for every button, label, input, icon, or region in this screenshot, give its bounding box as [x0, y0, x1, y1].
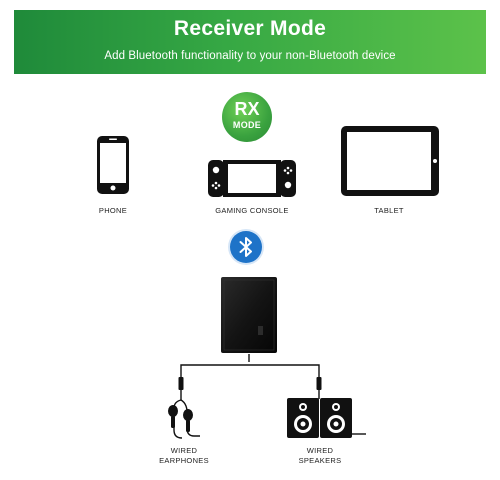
- speakers-label-line1: WIRED: [306, 446, 334, 455]
- gaming-console-icon: [208, 160, 296, 197]
- earphones-label-line2: EARPHONES: [159, 456, 209, 465]
- badge-line-rx: RX: [234, 99, 260, 119]
- speakers-icon: [287, 394, 366, 438]
- bluetooth-badge: [230, 231, 262, 263]
- phone-icon: [97, 136, 129, 194]
- speakers-label-line2: SPEAKERS: [298, 456, 342, 465]
- speakers-label: WIRED SPEAKERS: [284, 446, 356, 466]
- earphones-label-line1: WIRED: [170, 446, 198, 455]
- tablet-label: TABLET: [374, 206, 404, 215]
- tablet-icon: [341, 126, 439, 196]
- bluetooth-icon: [239, 237, 252, 257]
- header-banner: Receiver Mode Add Bluetooth functionalit…: [14, 10, 486, 74]
- receiver-device-icon: [221, 277, 277, 353]
- banner-title: Receiver Mode: [173, 17, 327, 40]
- rx-mode-badge: RX MODE: [222, 92, 272, 142]
- gaming-console-label: GAMING CONSOLE: [215, 206, 289, 215]
- banner-subtitle: Add Bluetooth functionality to your non-…: [104, 50, 396, 62]
- badge-line-mode: MODE: [232, 120, 262, 130]
- phone-label: PHONE: [98, 206, 128, 215]
- earphones-icon: [168, 399, 200, 439]
- earphones-label: WIRED EARPHONES: [146, 446, 222, 466]
